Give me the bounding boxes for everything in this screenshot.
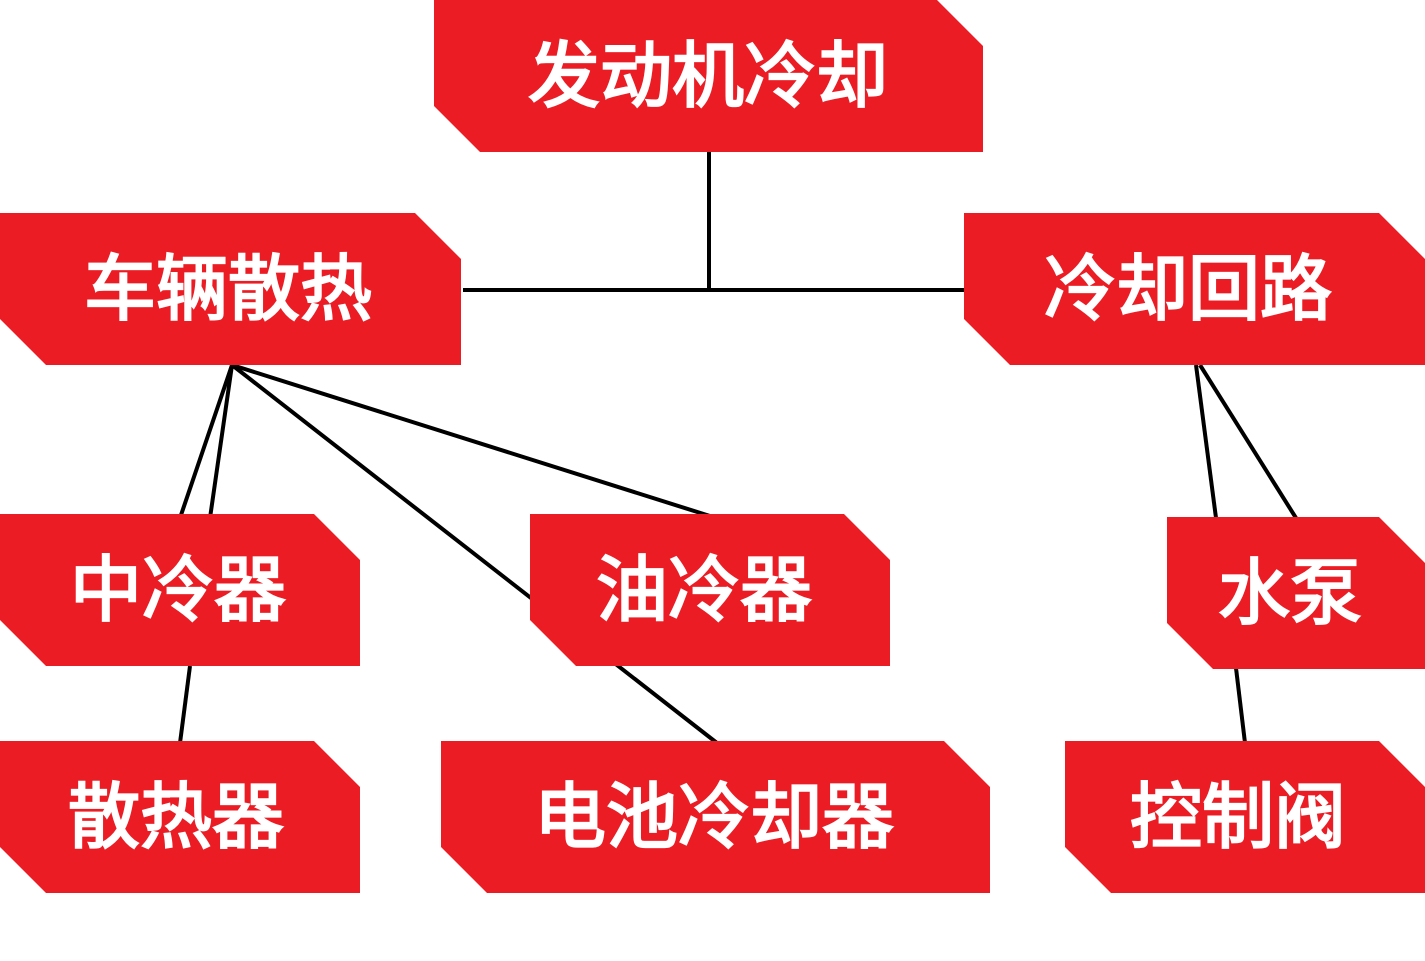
node-engine-cooling: 发动机冷却 — [434, 0, 983, 152]
node-battery-cooler: 电池冷却器 — [441, 741, 990, 893]
node-label: 水泵 — [1218, 551, 1362, 635]
node-label: 油冷器 — [596, 548, 813, 632]
edge-vehicle-battery-cooler — [230, 363, 719, 745]
node-intercooler: 中冷器 — [0, 514, 360, 666]
edge-vehicle-intercooler-a — [178, 364, 234, 519]
node-label: 散热器 — [68, 775, 285, 859]
connectors — [178, 152, 1298, 745]
edge-vehicle-intercooler-b — [208, 364, 234, 519]
node-label: 冷却回路 — [1044, 247, 1333, 331]
node-cooling-loop: 冷却回路 — [964, 213, 1425, 365]
edge-loop-pump-a — [1194, 364, 1218, 519]
node-vehicle-heat: 车辆散热 — [0, 213, 461, 365]
node-label: 控制阀 — [1130, 775, 1346, 859]
node-water-pump: 水泵 — [1167, 517, 1425, 669]
node-radiator: 散热器 — [0, 741, 360, 893]
node-oil-cooler: 油冷器 — [530, 514, 890, 666]
node-control-valve: 控制阀 — [1065, 741, 1425, 893]
node-label: 发动机冷却 — [528, 34, 888, 118]
edge-vehicle-oil-cooler — [231, 363, 711, 518]
edge-loop-pump-b — [1198, 363, 1298, 520]
node-label: 车辆散热 — [84, 247, 372, 331]
edge-pump-valve — [1234, 667, 1247, 744]
edge-intercooler-radiator — [178, 665, 192, 744]
node-label: 电池冷却器 — [534, 775, 895, 859]
node-label: 中冷器 — [70, 548, 287, 632]
